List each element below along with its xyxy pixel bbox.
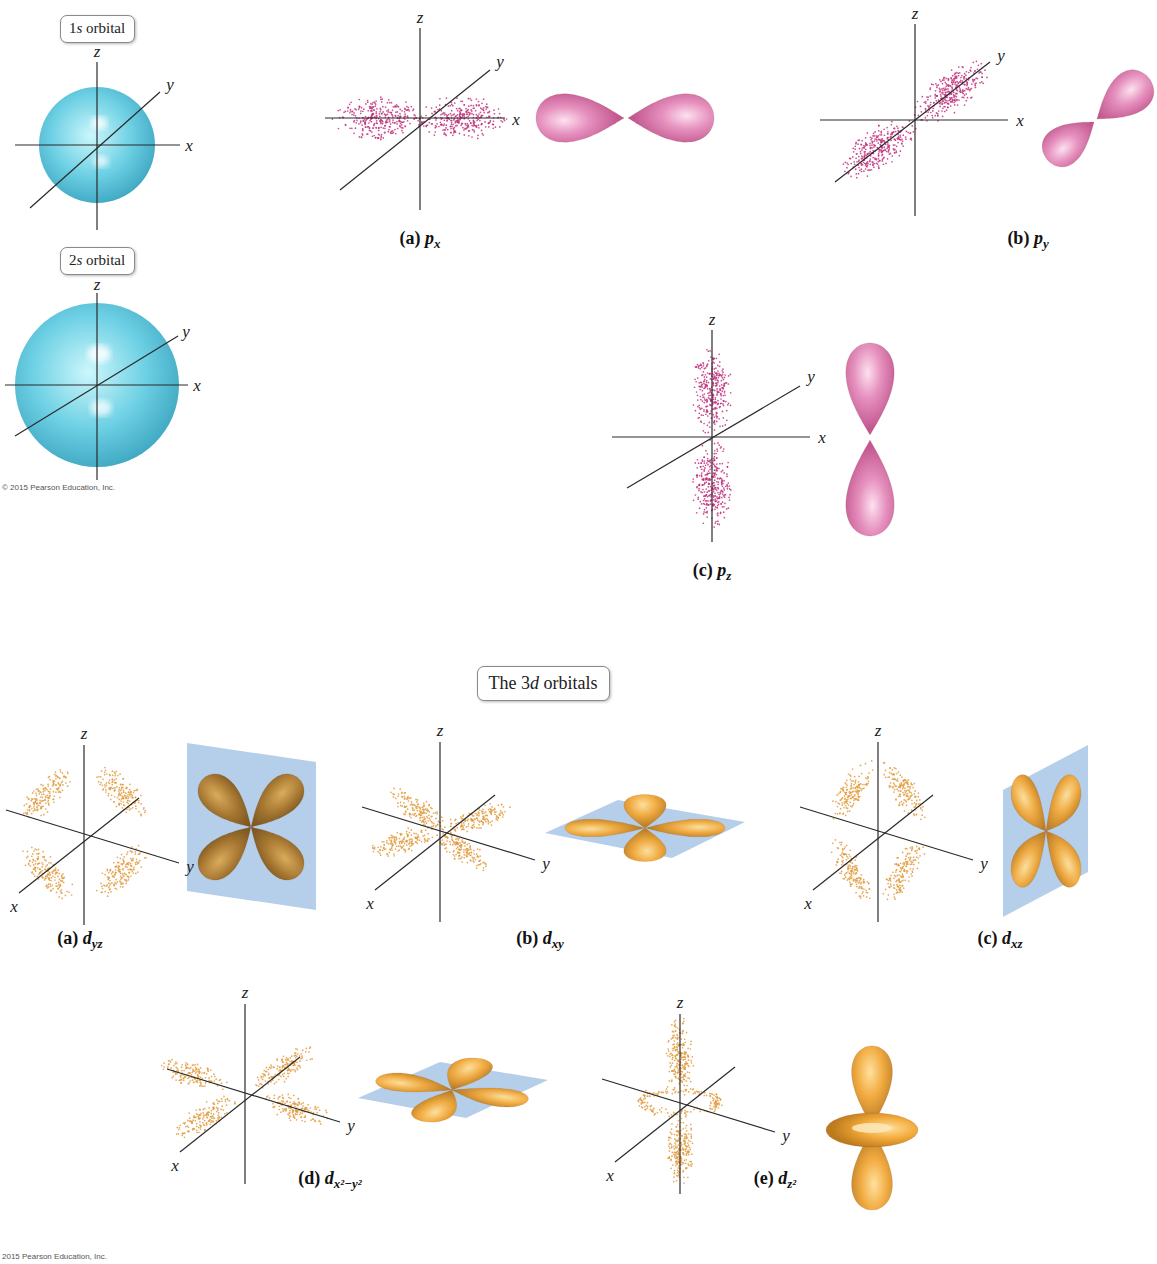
diagram-stage: 1s orbital2s orbitalThe 3d orbitalszyxzy… xyxy=(0,0,1157,1264)
